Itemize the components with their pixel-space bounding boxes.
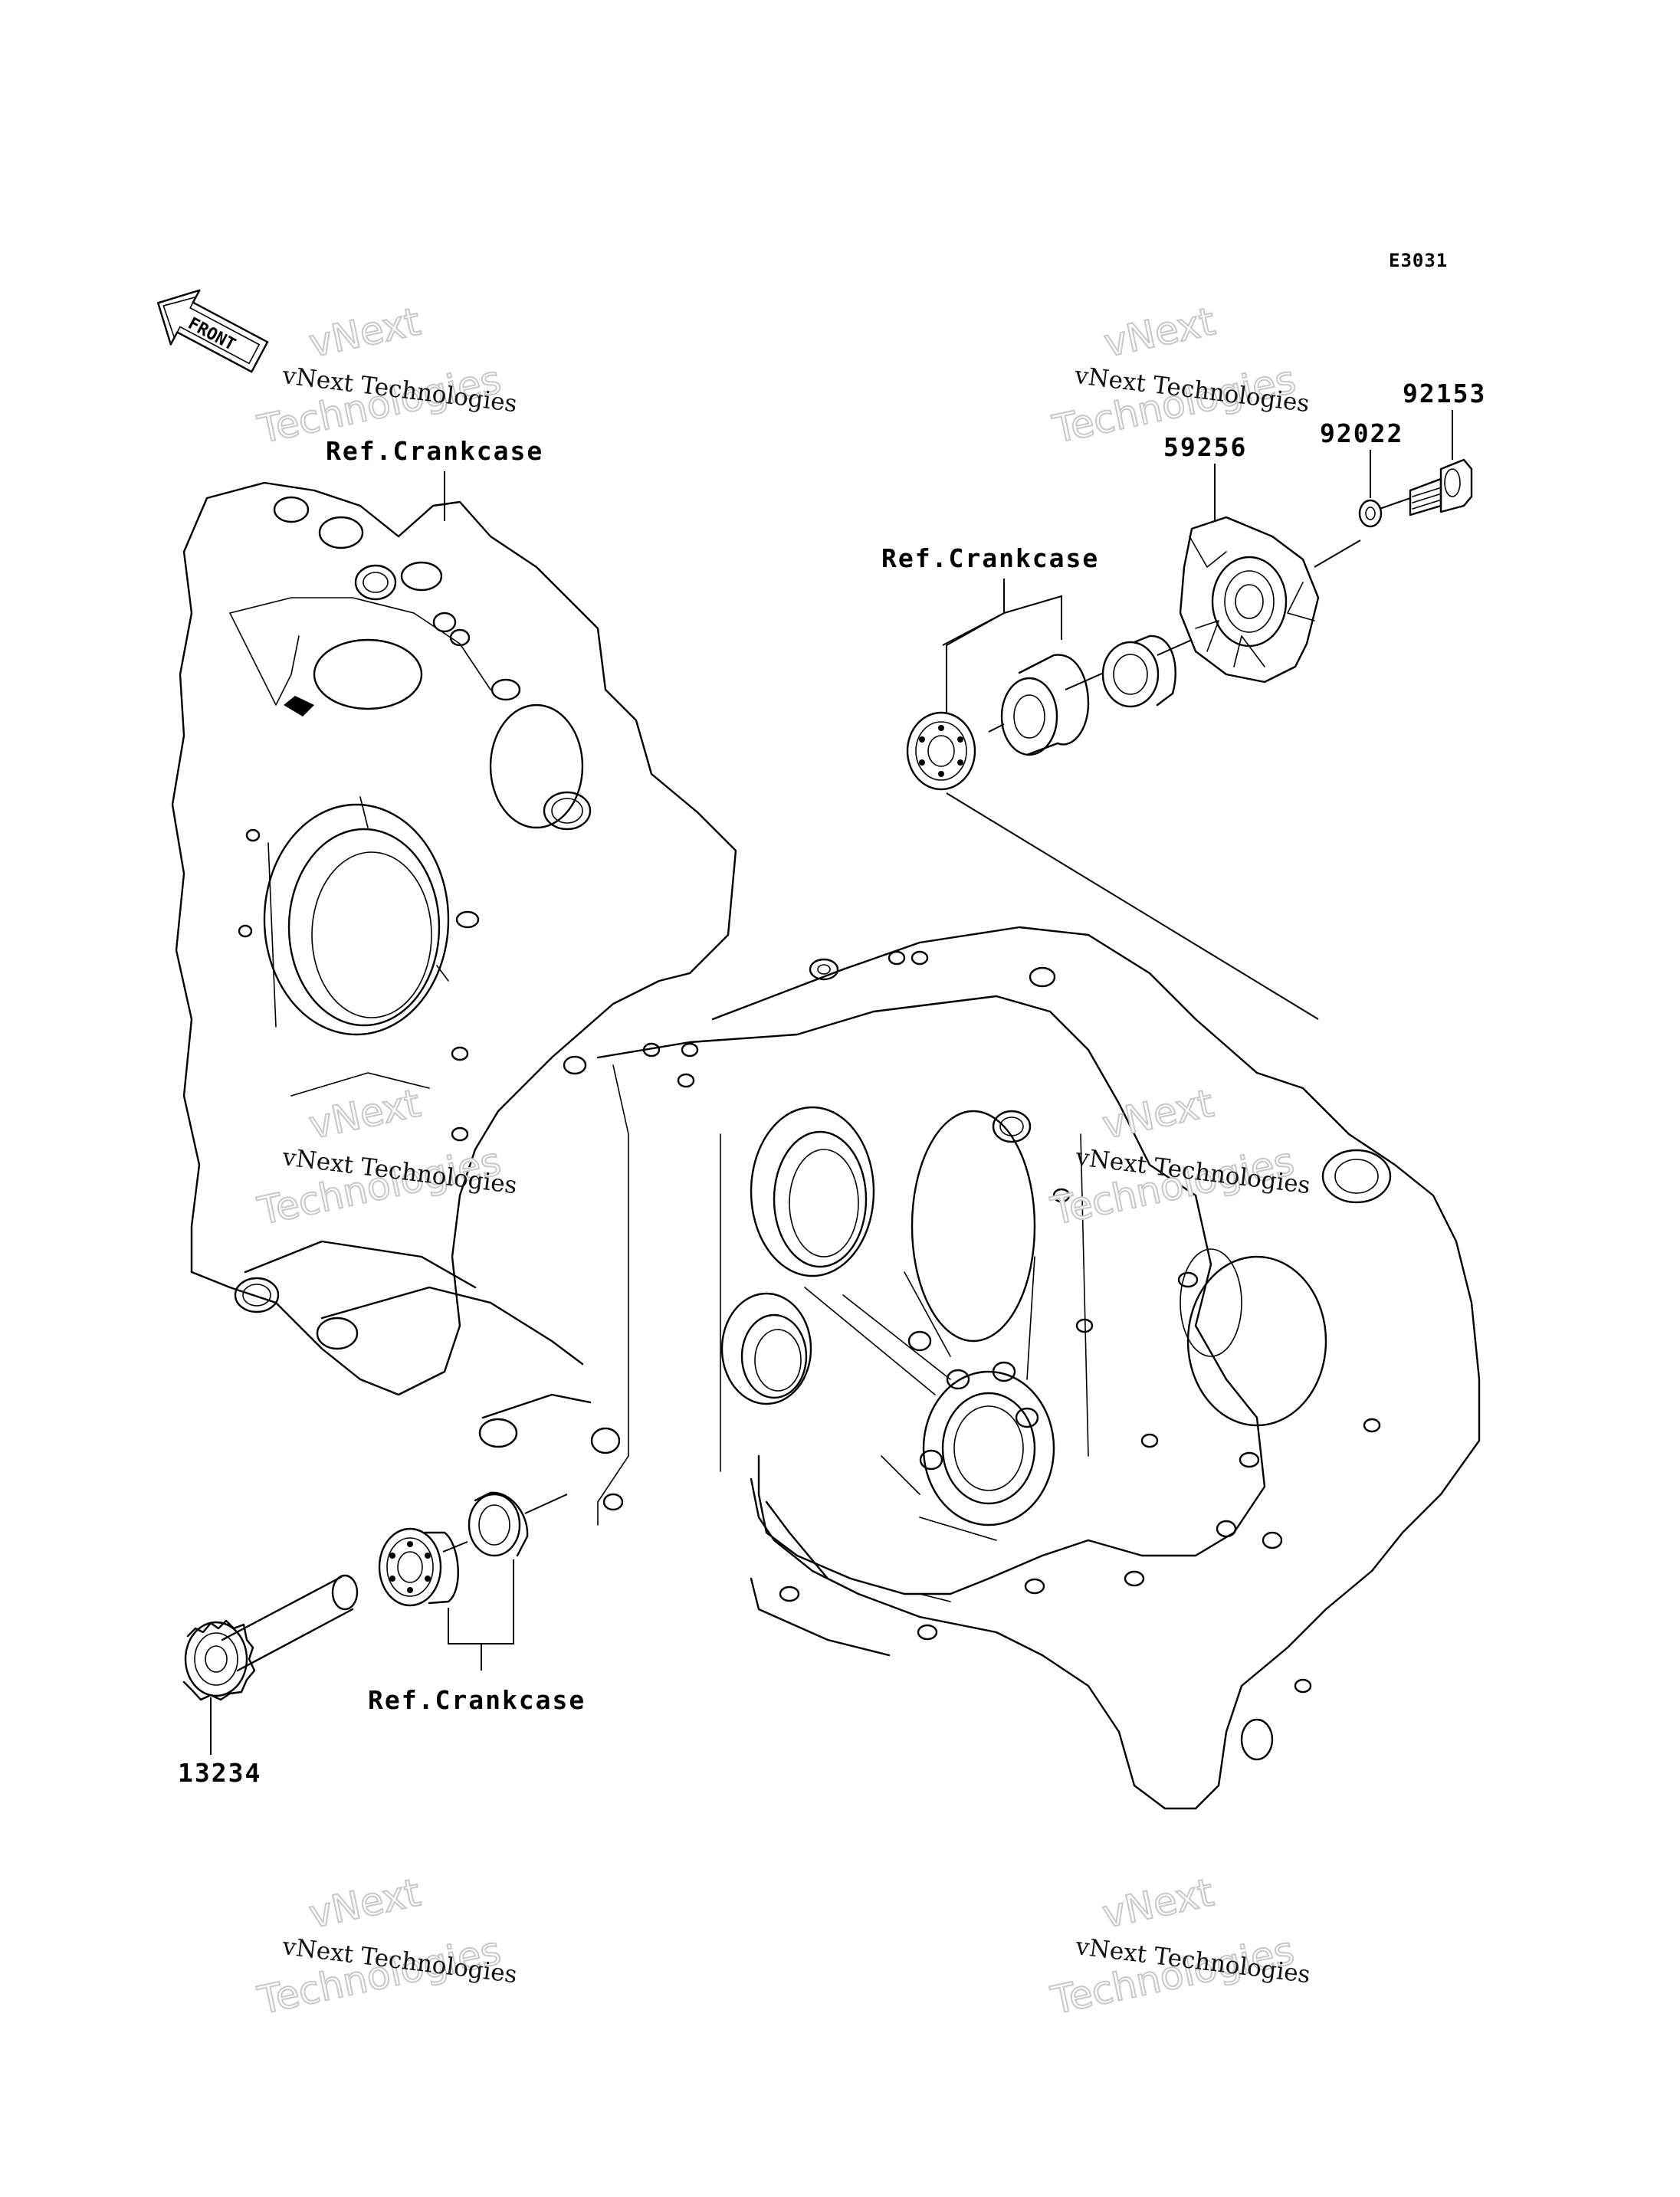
front-arrow-icon: FRONT <box>157 289 269 373</box>
label-part-13234: 13234 <box>178 1758 261 1788</box>
svg-text:vNext: vNext <box>305 1870 424 1936</box>
watermark-middle-left: Technologies vNext vNext Technologies <box>253 1080 518 1235</box>
leader-ref-crankcase-bottom <box>448 1559 514 1671</box>
watermark-bottom-right: Technologies vNext vNext Technologies <box>1046 1869 1311 2024</box>
watermark-top-left: Technologies vNext vNext Technologies <box>253 298 518 453</box>
left-crankcase-half <box>171 481 737 1448</box>
shaft-gear-13234 <box>182 1574 359 1701</box>
svg-text:vNext: vNext <box>305 1080 424 1147</box>
label-part-92153: 92153 <box>1403 379 1486 408</box>
oil-seal-upper <box>1101 635 1176 708</box>
label-part-59256: 59256 <box>1163 432 1247 462</box>
collar-upper <box>1000 654 1090 756</box>
bolt-92153 <box>1409 458 1473 516</box>
svg-text:vNext: vNext <box>1098 1080 1217 1147</box>
leader-ref-crankcase-top-right-box <box>942 612 1005 646</box>
diagram-code: E3031 <box>1389 250 1448 271</box>
label-ref-crankcase-bottom: Ref.Crankcase <box>368 1685 586 1715</box>
ball-bearing-upper <box>906 711 976 791</box>
right-crankcase-half <box>563 926 1481 1810</box>
ball-bearing-lower <box>378 1527 459 1607</box>
svg-text:vNext: vNext <box>1098 1870 1217 1936</box>
svg-text:vNext: vNext <box>1100 299 1219 366</box>
front-label: FRONT <box>185 314 238 355</box>
watermark-middle-right: Technologies vNext vNext Technologies <box>1046 1080 1311 1235</box>
watermark-bottom-left: Technologies vNext vNext Technologies <box>253 1869 518 2024</box>
leader-ref-crankcase-top-right <box>946 579 1319 1020</box>
svg-text:vNext: vNext <box>305 299 424 366</box>
washer-92022 <box>1358 499 1383 528</box>
label-part-92022: 92022 <box>1320 418 1403 448</box>
oil-seal-lower <box>468 1491 529 1557</box>
label-ref-crankcase-top-right: Ref.Crankcase <box>881 543 1099 573</box>
watermark-top-right: Technologies vNext vNext Technologies <box>1048 298 1311 453</box>
label-ref-crankcase-top-left: Ref.Crankcase <box>326 436 543 466</box>
impeller-59256 <box>1179 516 1320 684</box>
